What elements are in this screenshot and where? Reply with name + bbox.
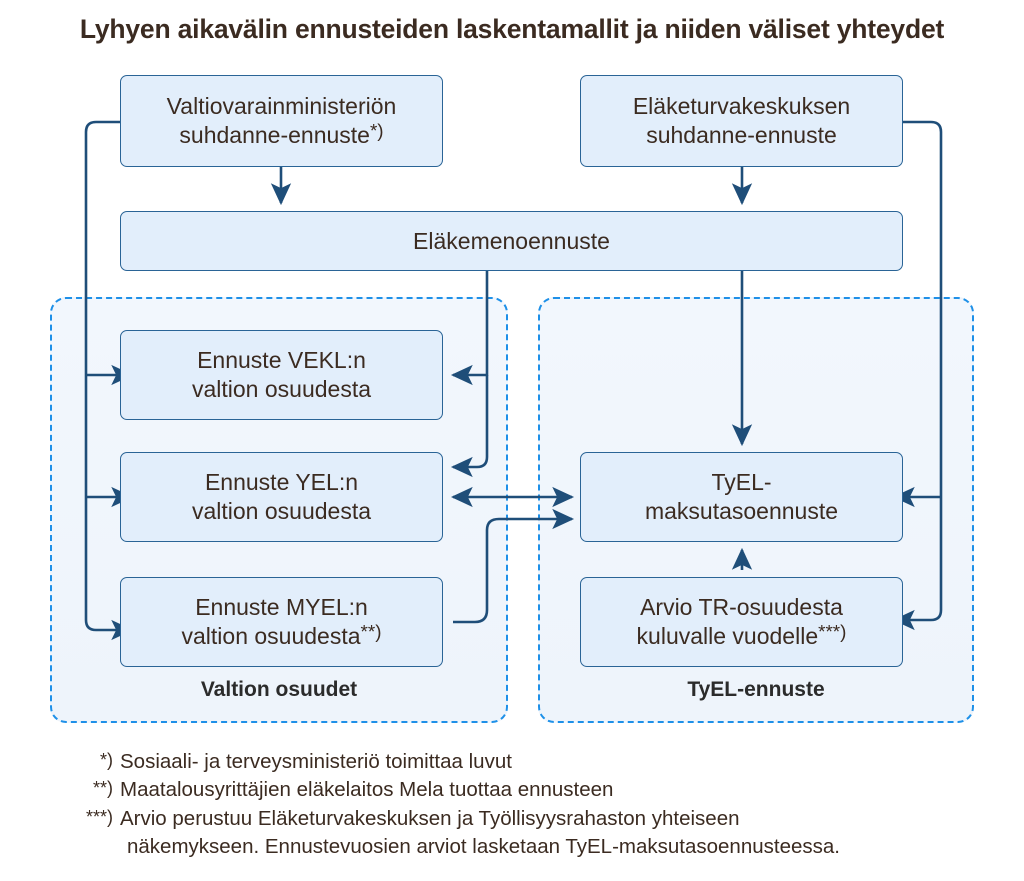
footnote-mark-2: **) — [92, 778, 113, 799]
group-label-tyel-forecast: TyEL-ennuste — [687, 678, 825, 701]
footnote-text-1: Sosiaali- ja terveysministeriö toimittaa… — [120, 750, 512, 773]
node-pension-expenditure-forecast[interactable]: Eläkemenoennuste — [120, 211, 903, 271]
node-tr-footnote-mark: ***) — [818, 621, 847, 643]
node-myel-line1: Ennuste MYEL:n — [195, 594, 368, 621]
footnote-item-3: ***) Arvio perustuu Eläketurvakeskuksen … — [64, 805, 1014, 833]
node-etk-forecast[interactable]: Eläketurvakeskuksen suhdanne-ennuste — [580, 75, 903, 167]
footnote-mark-3: ***) — [85, 806, 113, 827]
footnote-item-2: **) Maatalousyrittäjien eläkelaitos Mela… — [64, 776, 1014, 804]
node-vm-forecast[interactable]: Valtiovarainministeriön suhdanne-ennuste… — [120, 75, 443, 167]
footnote-text-2: Maatalousyrittäjien eläkelaitos Mela tuo… — [120, 778, 614, 802]
group-label-state-shares: Valtion osuudet — [200, 678, 358, 701]
node-vm-forecast-line1: Valtiovarainministeriön — [166, 93, 397, 120]
node-vekl-line1: Ennuste VEKL:n — [197, 347, 366, 374]
node-vekl-line2: valtion osuudesta — [191, 376, 371, 402]
footnotes: *) Sosiaali- ja terveysministeriö toimit… — [64, 748, 1014, 861]
node-pension-expenditure-label: Eläkemenoennuste — [413, 227, 610, 254]
node-myel-footnote-mark: **) — [360, 621, 382, 643]
node-tyel-contribution-forecast[interactable]: TyEL- maksutasoennuste — [580, 452, 903, 542]
footnote-mark-1: *) — [100, 750, 113, 770]
node-tr-line2: kuluvalle vuodelle — [636, 623, 819, 649]
footnote-text-3-continuation: näkemykseen. Ennustevuosien arviot laske… — [127, 834, 840, 858]
node-tyel-line2: maksutasoennuste — [644, 498, 839, 524]
footnote-text-3: Arvio perustuu Eläketurvakeskuksen ja Ty… — [120, 806, 740, 830]
node-tyel-line1: TyEL- — [711, 469, 772, 496]
node-yel-state-share[interactable]: Ennuste YEL:n valtion osuudesta — [120, 452, 443, 542]
node-vm-forecast-line2: suhdanne-ennuste — [179, 122, 370, 148]
node-tr-share-estimate[interactable]: Arvio TR-osuudesta kuluvalle vuodelle***… — [580, 577, 903, 667]
node-vekl-state-share[interactable]: Ennuste VEKL:n valtion osuudesta — [120, 330, 443, 420]
node-tr-line1: Arvio TR-osuudesta — [640, 594, 843, 621]
page-title: Lyhyen aikavälin ennusteiden laskentamal… — [79, 14, 945, 44]
node-myel-state-share[interactable]: Ennuste MYEL:n valtion osuudesta**) — [120, 577, 443, 667]
node-etk-forecast-line2: suhdanne-ennuste — [646, 122, 837, 148]
node-yel-line1: Ennuste YEL:n — [204, 469, 358, 496]
node-etk-forecast-line1: Eläketurvakeskuksen — [632, 93, 851, 120]
node-yel-line2: valtion osuudesta — [191, 498, 371, 524]
footnote-item-1: *) Sosiaali- ja terveysministeriö toimit… — [64, 748, 1014, 776]
node-vm-forecast-footnote-mark: *) — [369, 120, 384, 142]
node-myel-line2: valtion osuudesta — [181, 623, 361, 649]
